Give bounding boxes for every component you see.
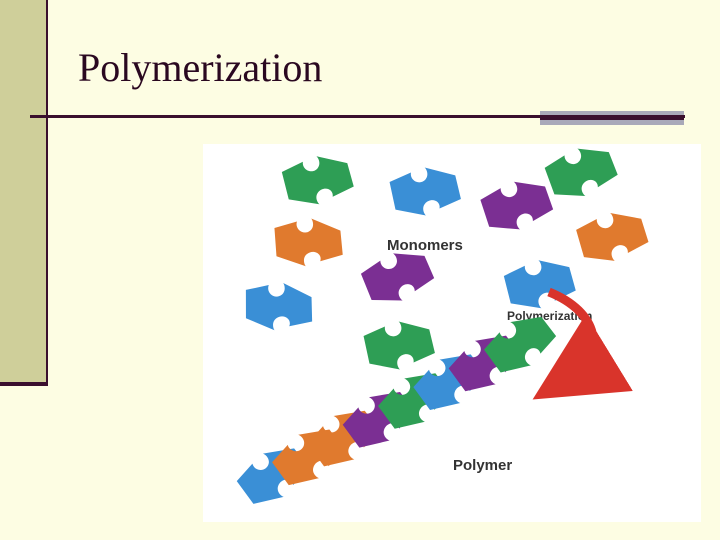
polymerization-arrow xyxy=(532,287,633,400)
title-rule-accent-line xyxy=(540,117,684,120)
monomer-blue-1 xyxy=(388,165,462,218)
title-rule xyxy=(30,115,685,118)
monomer-purple-1 xyxy=(478,175,556,236)
left-accent-edge xyxy=(46,0,48,386)
monomer-blue-3 xyxy=(240,278,317,336)
monomer-purple-2 xyxy=(358,245,438,309)
monomer-green-1 xyxy=(280,152,356,208)
monomer-orange-1 xyxy=(271,216,346,269)
polymerization-figure: Monomers Polymerization Polymer xyxy=(203,144,701,522)
slide-title: Polymerization xyxy=(78,45,323,90)
left-accent-bottom xyxy=(0,382,48,386)
monomer-orange-2 xyxy=(574,208,651,266)
monomer-green-3 xyxy=(362,319,436,372)
polymer-label: Polymer xyxy=(453,457,512,474)
monomer-green-2 xyxy=(542,144,621,204)
left-accent-bar xyxy=(0,0,46,384)
polymerization-diagram: Monomers Polymerization Polymer xyxy=(231,144,651,513)
monomers-label: Monomers xyxy=(387,237,463,254)
